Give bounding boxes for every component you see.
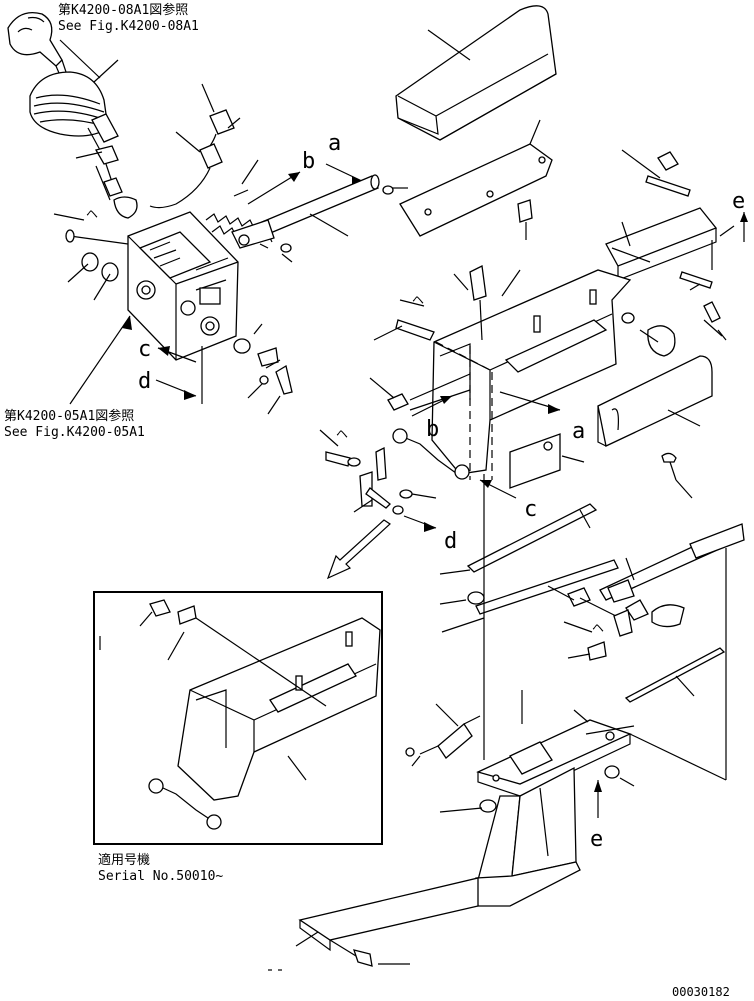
label-a-top: a <box>328 131 341 156</box>
label-d-left: d <box>138 369 151 394</box>
label-b-top: b <box>302 149 315 174</box>
svg-text:ヘ: ヘ <box>592 621 604 635</box>
svg-text:ヘ: ヘ <box>86 207 98 221</box>
ref-mid-en: See Fig.K4200-05A1 <box>4 425 145 440</box>
inset-frame <box>148 617 381 830</box>
svg-text:ヘ: ヘ <box>336 427 348 441</box>
inset-serial-jp: 適用号機 <box>98 852 150 868</box>
control-box <box>127 211 239 361</box>
base-stand <box>298 719 632 952</box>
shaft <box>231 174 380 249</box>
ref-top-en: See Fig.K4200-08A1 <box>58 19 199 34</box>
inset-serial-en: Serial No.50010~ <box>98 869 223 884</box>
bracket-cover <box>605 207 718 267</box>
label-b-mid: b <box>426 417 439 442</box>
ref-top-jp: 第K4200-08A1図参照 <box>58 2 188 18</box>
inset-box <box>93 591 383 845</box>
plate <box>399 143 553 237</box>
joystick-boot <box>29 39 109 137</box>
label-d-mid: d <box>444 529 457 554</box>
console-frame <box>392 269 632 480</box>
label-e-bottom: e <box>590 827 603 852</box>
label-c-left: c <box>138 337 151 362</box>
side-cover <box>597 355 713 447</box>
label-c-mid: c <box>524 497 537 522</box>
top-cover <box>395 5 557 141</box>
label-a-mid: a <box>572 419 585 444</box>
drawing-number: 00030182 <box>672 985 730 999</box>
ref-mid-jp: 第K4200-05A1図参照 <box>4 408 134 424</box>
label-e-top: e <box>732 189 745 214</box>
